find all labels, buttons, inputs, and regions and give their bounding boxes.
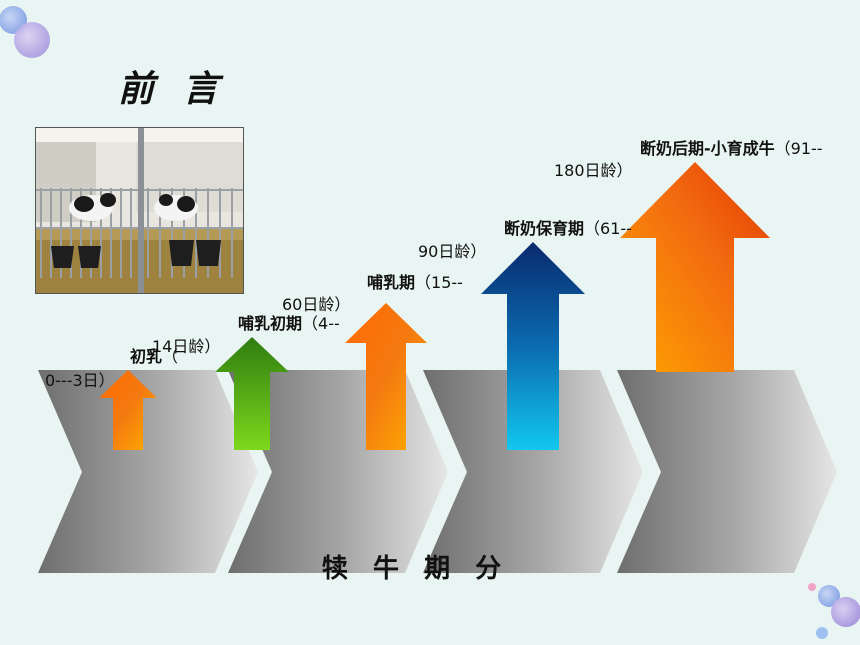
stage-5-range-end: 180日龄） bbox=[554, 161, 633, 180]
stage-3-label: 哺乳期（15-- bbox=[367, 269, 463, 293]
arrow-stage-5 bbox=[620, 162, 770, 372]
stage-4-range-start: （61-- bbox=[584, 219, 632, 238]
stage-4-name: 断奶保育期 bbox=[504, 219, 585, 238]
stage-1-range-start: （ bbox=[162, 347, 179, 366]
arrow-stage-2 bbox=[215, 337, 289, 450]
stage-2-name: 哺乳初期 bbox=[238, 314, 303, 333]
decor-bubbles-bottom-right bbox=[808, 583, 860, 639]
calf-pen-photo bbox=[35, 127, 244, 294]
stage-3-range-start: （15-- bbox=[415, 273, 463, 292]
diagram-caption: 犊 牛 期 分 bbox=[322, 554, 510, 584]
page-title: 前 言 bbox=[118, 69, 227, 110]
decor-bubbles-top-left bbox=[0, 6, 50, 58]
arrow-stage-1 bbox=[99, 370, 157, 450]
stage-4-label: 断奶保育期（61-- bbox=[504, 215, 632, 239]
stage-2-range-start: （4-- bbox=[302, 314, 340, 333]
chevron-3 bbox=[423, 370, 643, 573]
chevron-4 bbox=[617, 370, 837, 573]
stage-1-name: 初乳 bbox=[130, 347, 163, 366]
stage-3-range-end: 60日龄） bbox=[282, 295, 351, 314]
stage-2-label: 哺乳初期（4-- bbox=[238, 310, 340, 334]
arrow-stage-4 bbox=[481, 242, 585, 450]
stage-1-label: 初乳（ bbox=[130, 343, 178, 367]
stage-5-label: 断奶后期-小育成牛（91-- bbox=[640, 135, 823, 159]
stage-4-range-end: 90日龄） bbox=[418, 242, 487, 261]
stage-3-name: 哺乳期 bbox=[367, 273, 416, 292]
stage-1-range-end: 0---3日） bbox=[45, 371, 115, 390]
stage-5-name: 断奶后期-小育成牛 bbox=[640, 139, 775, 158]
stage-2-range-end: 14日龄） bbox=[152, 337, 221, 356]
chevron-1 bbox=[38, 370, 258, 573]
stage-5-range-start: （91-- bbox=[774, 139, 823, 158]
arrow-stage-3 bbox=[345, 303, 427, 450]
